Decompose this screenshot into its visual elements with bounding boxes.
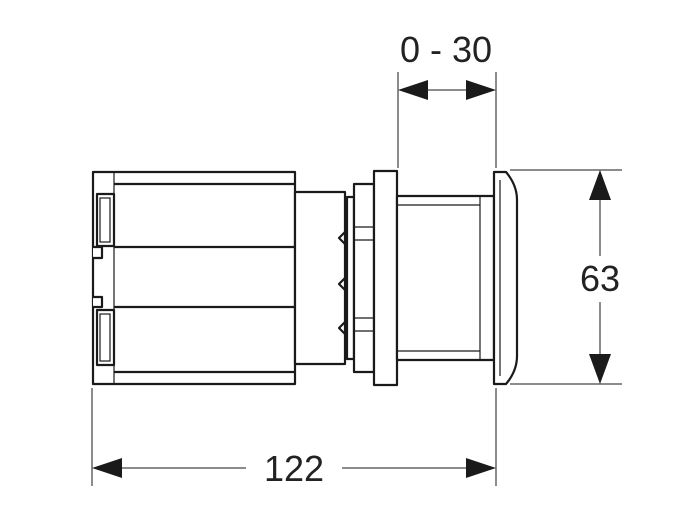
total-length-label: 122 [264,448,324,489]
arrow-head-right [466,80,496,100]
housing-clip-slot [99,313,111,362]
neck-tooth [337,276,347,292]
arrow-head-top [589,170,611,200]
flange-plate-middle [352,182,376,374]
housing-clip-slot [99,197,111,243]
dimension-height: 63 [510,169,622,385]
sleeve-body [395,194,496,362]
dimension-total-length: 122 [91,388,497,489]
neck-tooth [337,320,347,336]
arrow-head-bottom [589,354,611,384]
connector-neck [293,190,347,366]
housing-notch [93,295,104,309]
housing-block [91,170,297,386]
push-button-cap [492,170,519,386]
flange-plate-front [372,169,399,387]
dimension-adjustment-range: 0 - 30 [397,29,497,168]
arrow-head-left [92,458,122,478]
housing-body [91,170,297,386]
neck-body [293,190,347,366]
neck-tooth [337,230,347,246]
arrow-head-left [398,80,428,100]
height-label: 63 [580,258,620,299]
sleeve [395,194,496,362]
arrow-head-right [466,458,496,478]
flange [345,169,399,387]
adjustment-range-label: 0 - 30 [400,29,492,70]
housing-notch [93,245,104,260]
